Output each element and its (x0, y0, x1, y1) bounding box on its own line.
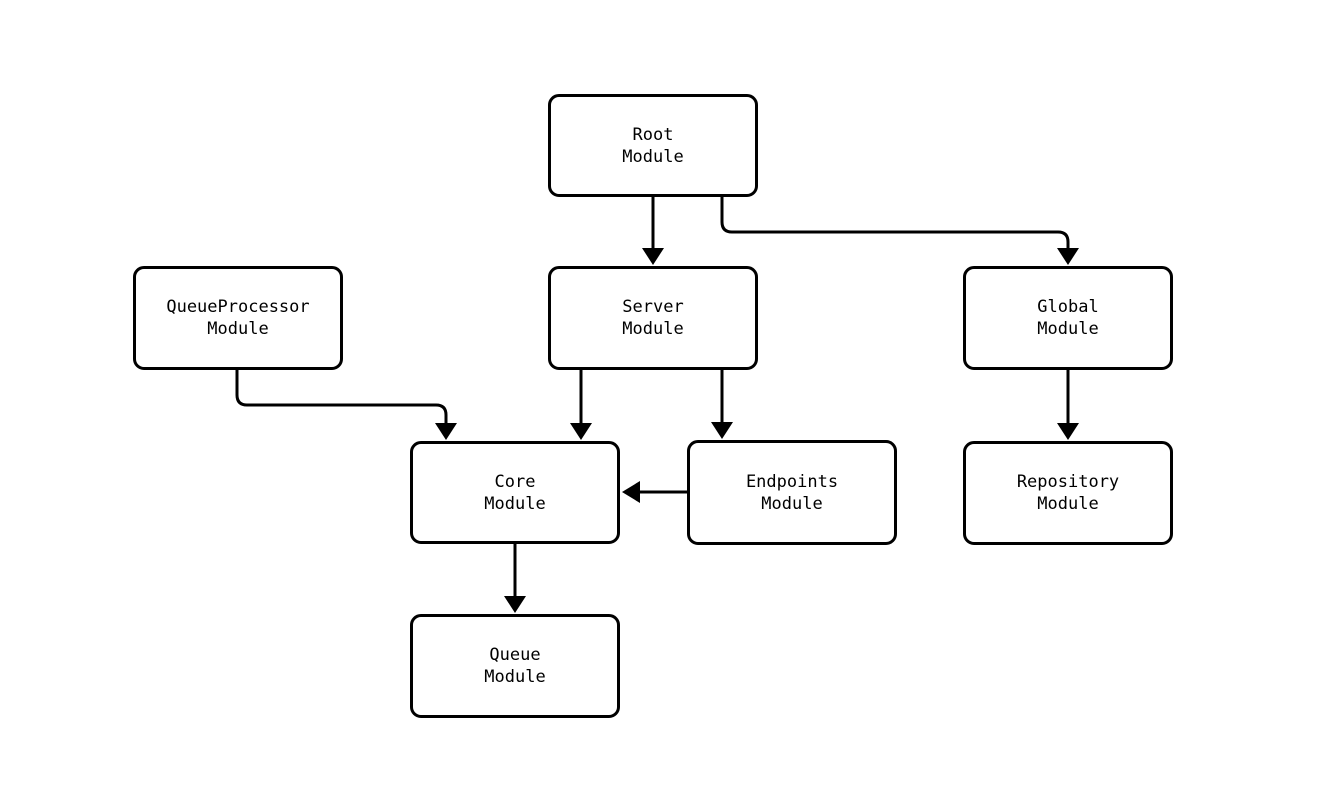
node-core-line1: Core (494, 471, 536, 492)
node-global-line2: Module (1037, 319, 1099, 339)
node-queueprocessor-line1: QueueProcessor (166, 297, 310, 317)
edge-line (235, 370, 448, 424)
node-repository-line1: Repository (1016, 472, 1120, 492)
edge-arrowhead (1057, 423, 1079, 440)
node-server-line1: Server (622, 297, 684, 317)
edge-queueprocessor-to-core (235, 370, 457, 440)
node-server-line2: Module (622, 319, 684, 339)
edge-global-to-repository (1057, 370, 1079, 440)
node-queue-line2: Module (484, 667, 546, 687)
edge-root-to-global (720, 197, 1079, 265)
edge-arrowhead (642, 248, 664, 265)
edge-line (720, 197, 1070, 249)
node-root-line2: Module (622, 146, 684, 167)
edge-core-to-queue (504, 544, 526, 613)
edge-server-to-endpoints (711, 370, 733, 439)
node-queue-line1: Queue (489, 645, 541, 665)
node-endpoints-line1: Endpoints (745, 471, 839, 492)
edge-endpoints-to-core (622, 481, 687, 503)
edge-arrowhead (622, 481, 640, 503)
edge-arrowhead (1057, 248, 1079, 265)
node-core-line2: Module (484, 493, 546, 514)
node-repository-line2: Module (1037, 494, 1099, 514)
edge-arrowhead (504, 596, 526, 613)
edge-server-to-core (570, 370, 592, 440)
node-endpoints-line2: Module (761, 493, 823, 514)
edge-arrowhead (435, 423, 457, 440)
edge-root-to-server (642, 197, 664, 265)
edge-arrowhead (570, 423, 592, 440)
node-global-line1: Global (1037, 297, 1099, 317)
edge-arrowhead (711, 422, 733, 439)
node-queueprocessor-line2: Module (207, 319, 269, 339)
node-root-line1: Root (632, 124, 674, 145)
